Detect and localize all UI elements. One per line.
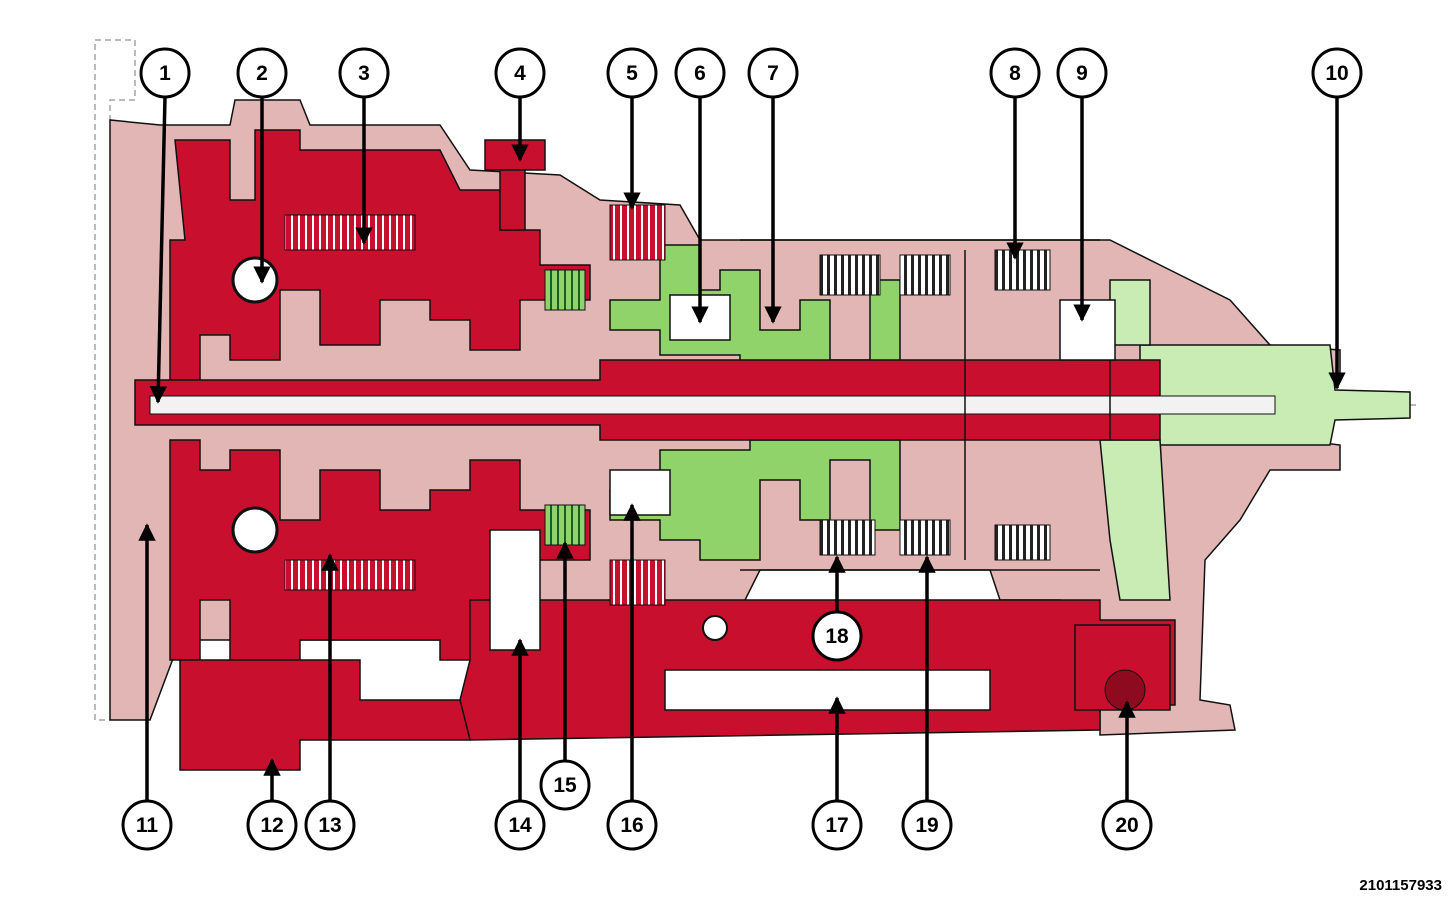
upper-clutch-pack-3 (284, 214, 416, 251)
callout-7: 7 (747, 47, 799, 99)
callout-number-18: 18 (825, 625, 849, 648)
callout-number-17: 17 (825, 814, 848, 837)
clutch-pack-15 (544, 504, 586, 546)
callout-18: 18 (811, 610, 863, 662)
callout-number-8: 8 (1009, 62, 1021, 85)
output-shaft (1139, 344, 1411, 446)
callout-circle-11 (121, 799, 173, 851)
callout-number-4: 4 (514, 62, 526, 85)
callout-20: 20 (1101, 799, 1153, 851)
clutch-pack-8 (994, 249, 1051, 291)
callout-number-1: 1 (159, 62, 171, 85)
callout-circle-18 (811, 610, 863, 662)
callout-number-12: 12 (260, 814, 283, 837)
callout-number-15: 15 (553, 774, 577, 797)
callout-circle-16 (606, 799, 658, 851)
callout-number-2: 2 (256, 62, 268, 85)
callout-number-20: 20 (1115, 814, 1138, 837)
callout-circle-6 (674, 47, 726, 99)
callout-circle-3 (338, 47, 390, 99)
callout-10: 10 (1311, 47, 1363, 99)
callout-2: 2 (236, 47, 288, 99)
oil-pan-base (179, 659, 471, 771)
gearset-9 (1059, 299, 1116, 361)
callout-circle-20 (1101, 799, 1153, 851)
park-motor-core (1104, 669, 1146, 711)
callout-4: 4 (494, 47, 546, 99)
callout-circle-5 (606, 47, 658, 99)
callout-circle-14 (494, 799, 546, 851)
callout-circle-19 (901, 799, 953, 851)
damper-spring-upper (231, 256, 279, 304)
callout-3: 3 (338, 47, 390, 99)
callout-9: 9 (1056, 47, 1108, 99)
callout-circle-9 (1056, 47, 1108, 99)
clutch-pack-lower-right (994, 524, 1051, 561)
callout-circle-12 (246, 799, 298, 851)
output-housing-flange-upper (1109, 279, 1151, 346)
callout-circle-4 (494, 47, 546, 99)
clutch-pack-lower (609, 559, 666, 606)
drum-14 (489, 529, 541, 651)
callout-number-6: 6 (694, 62, 706, 85)
callout-8: 8 (989, 47, 1041, 99)
callout-15: 15 (539, 759, 591, 811)
callout-number-14: 14 (508, 814, 532, 837)
callout-circle-10 (1311, 47, 1363, 99)
callout-5: 5 (606, 47, 658, 99)
clutch-pack-upper-right (899, 254, 951, 296)
lower-clutch-pack-13 (284, 559, 416, 591)
callout-circle-17 (811, 799, 863, 851)
callout-17: 17 (811, 799, 863, 851)
callout-11: 11 (121, 799, 173, 851)
callout-1: 1 (139, 47, 191, 99)
input-shaft-bore (149, 395, 1276, 415)
callout-leaders (138, 96, 1346, 801)
image-id: 2101157933 (1359, 877, 1442, 894)
callout-circle-15 (539, 759, 591, 811)
callout-circle-1 (139, 47, 191, 99)
callout-number-19: 19 (915, 814, 938, 837)
clutch-pack-green-upper (544, 269, 586, 311)
callout-circle-2 (236, 47, 288, 99)
valve-body-interior (664, 669, 991, 711)
callout-number-13: 13 (318, 814, 341, 837)
callout-number-16: 16 (620, 814, 643, 837)
clutch-pack-5 (609, 204, 666, 261)
callout-14: 14 (494, 799, 546, 851)
callout-13: 13 (304, 799, 356, 851)
callout-6: 6 (674, 47, 726, 99)
callout-19: 19 (901, 799, 953, 851)
callout-16: 16 (606, 799, 658, 851)
drain-plug (702, 615, 728, 641)
callout-circle-8 (989, 47, 1041, 99)
callout-circle-7 (747, 47, 799, 99)
callout-number-11: 11 (136, 814, 159, 837)
solenoid-connector (484, 139, 546, 171)
callout-number-7: 7 (767, 62, 779, 85)
callout-circle-13 (304, 799, 356, 851)
torque-converter-upper (169, 129, 591, 381)
clutch-pack-7-8 (819, 254, 881, 296)
callout-leader-1 (149, 96, 168, 404)
callout-number-9: 9 (1076, 62, 1088, 85)
gearset-16 (609, 469, 671, 516)
clutch-pack-18 (819, 519, 876, 556)
callout-12: 12 (246, 799, 298, 851)
clutch-pack-19 (899, 519, 951, 556)
callout-number-10: 10 (1325, 62, 1348, 85)
callout-number-3: 3 (358, 62, 370, 85)
damper-spring-lower (231, 506, 279, 554)
solenoid-connector-stem (499, 169, 526, 231)
callout-number-5: 5 (626, 62, 638, 85)
